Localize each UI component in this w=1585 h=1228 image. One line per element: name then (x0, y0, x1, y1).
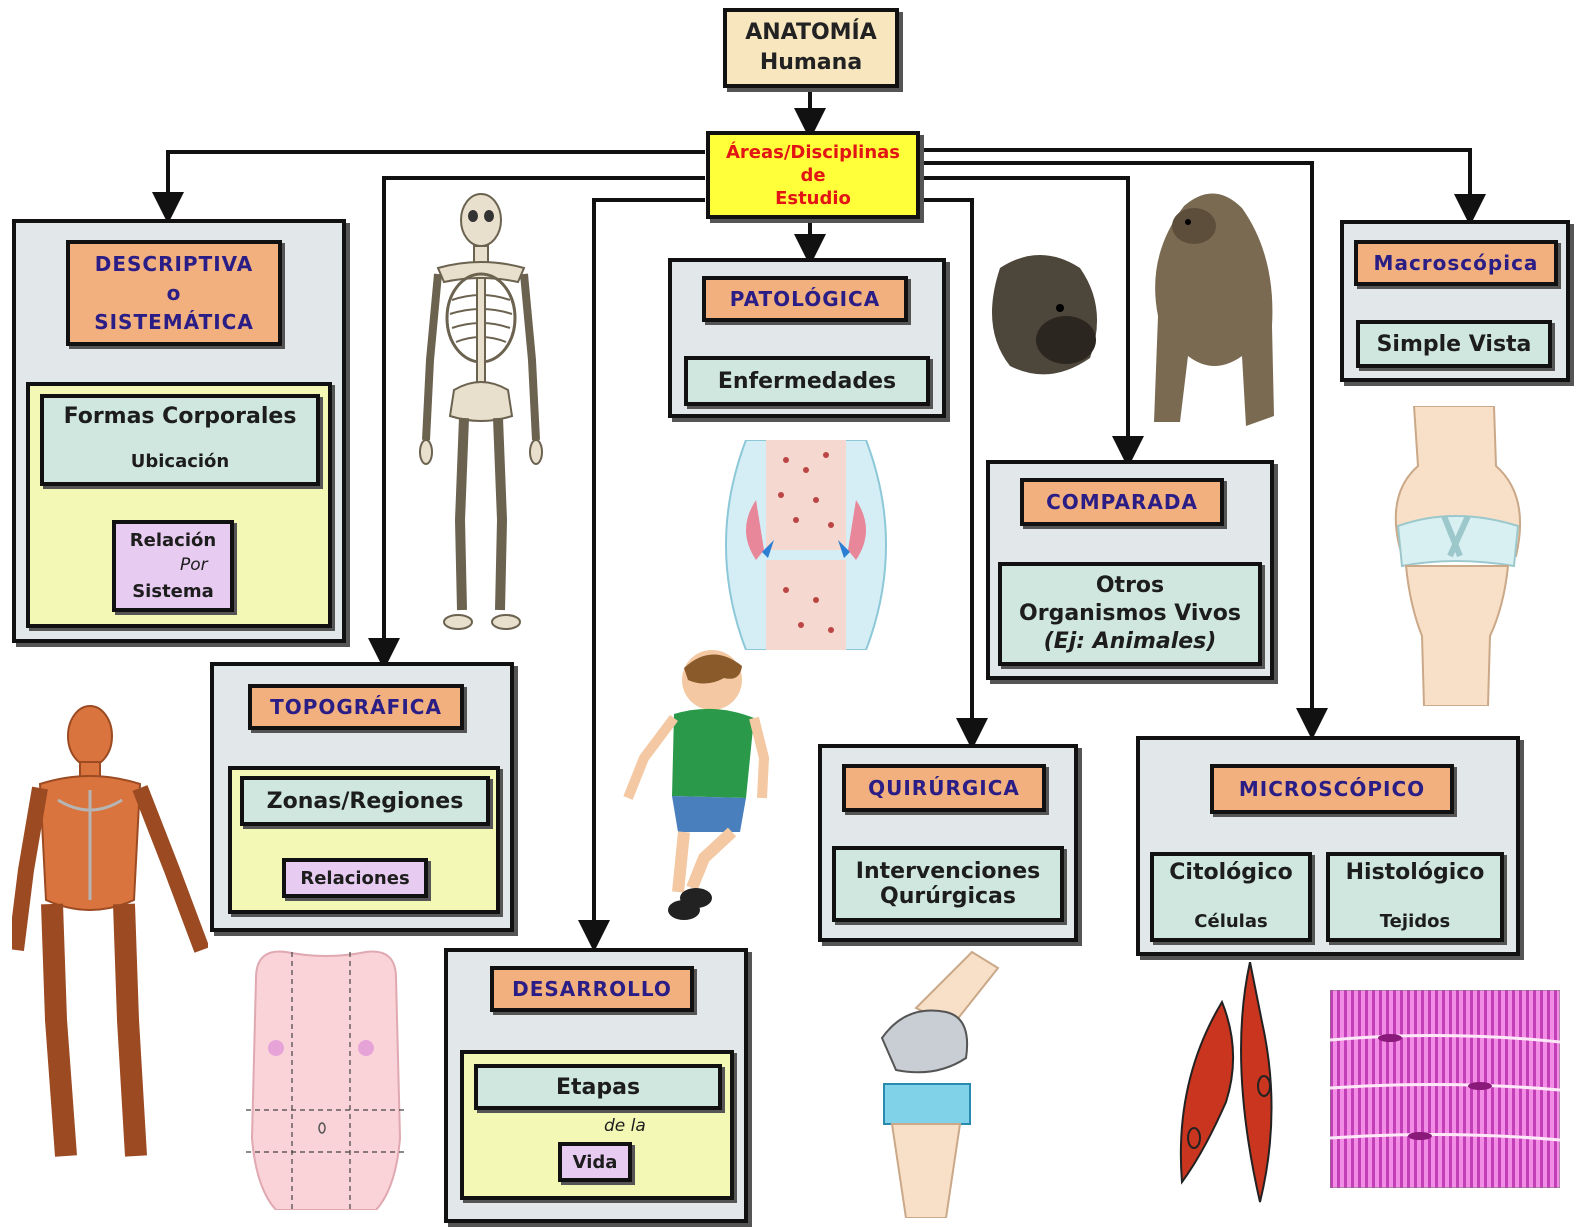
relacion-sistema-box: Relación Sistema (112, 520, 234, 612)
skeleton-illustration (416, 190, 546, 640)
comparada-title: COMPARADA (1020, 478, 1224, 526)
histologico-label: Histológico (1346, 860, 1485, 885)
enfermedades-box: Enfermedades (684, 356, 930, 406)
otros-line-2: Organismos Vivos (1019, 600, 1241, 628)
simple-vista-box: Simple Vista (1356, 320, 1552, 368)
descriptiva-title-line-3: SISTEMÁTICA (94, 308, 254, 337)
ubicacion-label: Ubicación (131, 451, 230, 472)
por-label: Por (180, 555, 208, 575)
vida-box: Vida (558, 1142, 632, 1182)
hub-line-2: de (800, 164, 825, 187)
root-line-2: Humana (760, 48, 862, 78)
anatomia-humana-box: ANATOMÍA Humana (723, 8, 899, 88)
quirurgica-title: QUIRÚRGICA (842, 764, 1046, 812)
sistema-label: Sistema (132, 581, 214, 602)
intervenciones-box: Intervenciones Qurúrgicas (832, 846, 1064, 922)
joint-arthritis-illustration (716, 440, 896, 650)
areas-disciplinas-box: Áreas/Disciplinas de Estudio (706, 131, 920, 219)
descriptiva-title: DESCRIPTIVA o SISTEMÁTICA (66, 240, 282, 346)
tejidos-label: Tejidos (1380, 911, 1450, 932)
microscopico-title: MICROSCÓPICO (1210, 764, 1454, 814)
otros-line-1: Otros (1096, 572, 1164, 600)
hub-line-1: Áreas/Disciplinas (726, 141, 900, 164)
histologico-box: Histológico Tejidos (1326, 852, 1504, 942)
gorilla-head-illustration (980, 248, 1106, 380)
topografica-title: TOPOGRÁFICA (248, 684, 464, 730)
intervenciones-line-1: Intervenciones (856, 859, 1040, 884)
macroscopica-title: Macroscópica (1354, 240, 1558, 286)
muscle-cells-illustration (1164, 962, 1294, 1216)
zonas-regiones-box: Zonas/Regiones (240, 776, 490, 826)
desarrollo-title: DESARROLLO (490, 966, 694, 1012)
descriptiva-title-line-1: DESCRIPTIVA (95, 250, 254, 279)
celulas-label: Células (1194, 911, 1267, 932)
otros-line-3: (Ej: Animales) (1044, 628, 1217, 656)
muscular-body-illustration (12, 700, 208, 1180)
otros-organismos-box: Otros Organismos Vivos (Ej: Animales) (998, 562, 1262, 666)
etapas-box: Etapas (474, 1064, 722, 1110)
hub-line-3: Estudio (775, 187, 851, 210)
descriptiva-title-line-2: o (167, 279, 182, 308)
knee-prosthesis-illustration (876, 948, 1006, 1218)
striated-tissue-illustration (1330, 990, 1560, 1188)
citologico-box: Citológico Células (1150, 852, 1312, 942)
relacion-label: Relación (130, 530, 216, 551)
torso-regions-illustration (246, 948, 406, 1210)
relaciones-box: Relaciones (282, 858, 428, 898)
citologico-label: Citológico (1169, 860, 1292, 885)
running-child-illustration (614, 648, 774, 938)
de-la-label: de la (604, 1116, 646, 1136)
gorilla-standing-illustration (1144, 186, 1280, 432)
knee-anatomy-illustration (1384, 406, 1530, 706)
root-line-1: ANATOMÍA (745, 18, 877, 48)
patologica-title: PATOLÓGICA (702, 276, 908, 322)
formas-corporales-label: Formas Corporales (64, 404, 297, 429)
formas-corporales-box: Formas Corporales Ubicación (40, 394, 320, 486)
intervenciones-line-2: Qurúrgicas (880, 884, 1016, 909)
